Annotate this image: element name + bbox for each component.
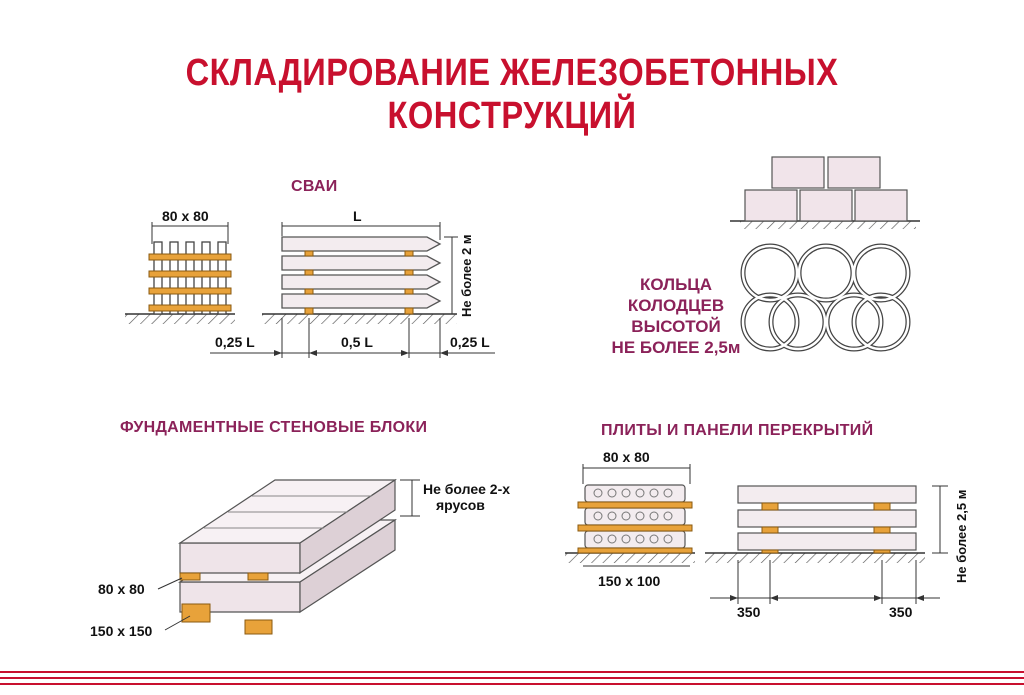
rings-stack-side	[730, 156, 920, 229]
slabs-dim-right: 350	[889, 604, 913, 620]
pile-cross-section	[125, 222, 235, 324]
pile-dim-left: 0,25 L	[215, 334, 255, 350]
slabs-spacer-label: 80 х 80	[603, 449, 650, 465]
pile-length-label: L	[353, 208, 362, 224]
foundation-blocks	[157, 478, 420, 635]
slabs-dim-left: 350	[737, 604, 761, 620]
pile-side-view	[210, 222, 495, 358]
bottom-stripes	[0, 671, 1024, 689]
rings-stack-top	[740, 243, 911, 352]
blocks-heading: ФУНДАМЕНТНЫЕ СТЕНОВЫЕ БЛОКИ	[120, 419, 428, 436]
blocks-spacer-label: 80 х 80	[98, 581, 145, 597]
slabs-section	[565, 464, 695, 567]
slabs-bed-label: 150 х 100	[598, 573, 661, 589]
rings-caption-line-3: ВЫСОТОЙ	[631, 317, 721, 336]
slabs-heading: ПЛИТЫ И ПАНЕЛИ ПЕРЕКРЫТИЙ	[601, 422, 874, 439]
blocks-tiers-label-1: Не более 2-х	[423, 481, 511, 497]
rings-caption-line-4: НЕ БОЛЕЕ 2,5м	[611, 338, 741, 357]
rings-caption: КОЛЬЦА КОЛОДЦЕВ ВЫСОТОЙ НЕ БОЛЕЕ 2,5м	[592, 274, 760, 358]
slabs-side-view	[705, 485, 948, 604]
pile-section-label: 80 х 80	[162, 208, 209, 224]
piles-heading: СВАИ	[291, 178, 338, 195]
blocks-tiers-label-2: ярусов	[436, 497, 485, 513]
rings-caption-line-2: КОЛОДЦЕВ	[627, 296, 725, 315]
rings-caption-line-1: КОЛЬЦА	[639, 275, 713, 294]
page-title: СКЛАДИРОВАНИЕ ЖЕЛЕЗОБЕТОННЫХ КОНСТРУКЦИЙ	[185, 52, 839, 137]
pile-dim-right: 0,25 L	[450, 334, 490, 350]
blocks-bed-label: 150 х 150	[90, 623, 153, 639]
pile-dim-middle: 0,5 L	[341, 334, 373, 350]
